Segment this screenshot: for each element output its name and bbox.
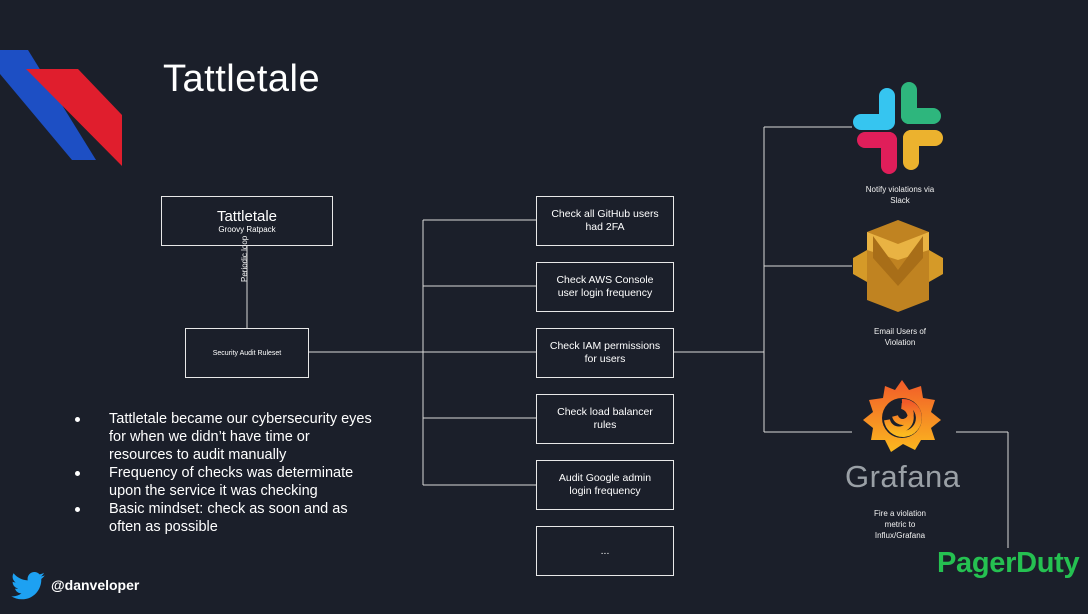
security-audit-ruleset-box: Security Audit Ruleset <box>185 328 309 378</box>
bullet-item: Tattletale became our cybersecurity eyes… <box>72 410 372 464</box>
pagerduty-wordmark: PagerDuty <box>937 547 1080 579</box>
audit-google-admin-login: Audit Google admin login frequency <box>536 460 674 510</box>
slide-title: Tattletale <box>163 58 321 100</box>
grafana-wordmark: Grafana <box>845 459 961 494</box>
slack-logo <box>853 82 943 174</box>
logo-stripes <box>0 50 122 166</box>
service-stack: Groovy Ratpack <box>218 224 276 234</box>
check-github-2fa: Check all GitHub users had 2FA <box>536 196 674 246</box>
slack-caption: Notify violations via Slack <box>865 185 935 205</box>
bullet-item: Frequency of checks was determinate upon… <box>72 464 372 500</box>
bullet-item: Basic mindset: check as soon and as ofte… <box>72 500 372 536</box>
twitter-handle: @danveloper <box>51 577 140 593</box>
aws-ses-logo <box>853 220 943 312</box>
check-aws-console-login: Check AWS Console user login frequency <box>536 262 674 312</box>
more-checks-ellipsis: ... <box>536 526 674 576</box>
service-name: Tattletale <box>216 207 278 225</box>
check-load-balancer-rules: Check load balancer rules <box>536 394 674 444</box>
periodic-loop-label: Periodic loop <box>240 235 249 282</box>
grafana-caption: Fire a violation metric to Influx/Grafan… <box>873 509 927 540</box>
grafana-logo <box>863 380 941 452</box>
check-iam-permissions: Check IAM permissions for users <box>536 328 674 378</box>
bullet-list: Tattletale became our cybersecurity eyes… <box>72 410 372 536</box>
twitter-bird-icon <box>11 572 45 600</box>
tattletale-service-box: Tattletale Groovy Ratpack <box>161 196 333 246</box>
email-caption: Email Users of Violation <box>873 327 926 347</box>
